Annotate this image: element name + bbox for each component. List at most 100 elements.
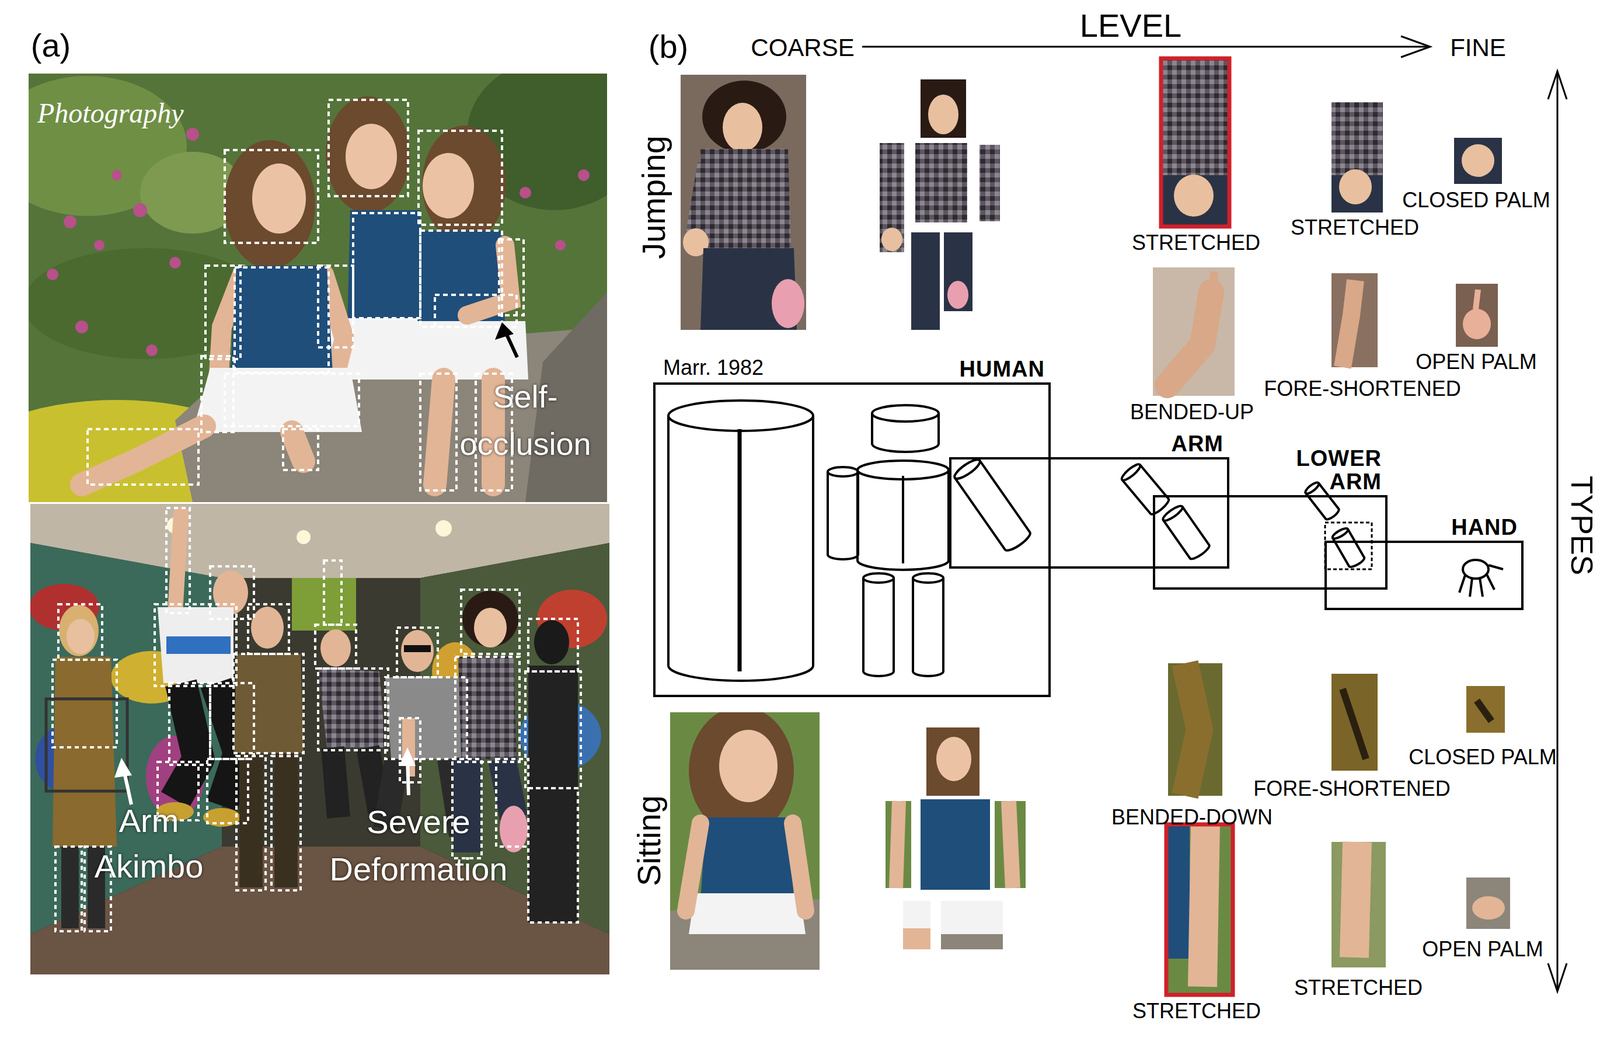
- part-type-caption: CLOSED PALM: [1408, 746, 1557, 768]
- photo-jumping-group-shape-shape: [233, 653, 304, 754]
- marr-cylinders-shape: [901, 475, 905, 564]
- photo-jumping-group-shape-shape: [210, 682, 254, 759]
- photo-jumping-group-shape: [66, 618, 95, 654]
- photo-jumping-group-shape: [403, 645, 431, 653]
- photo-jumping-girl-shape: [771, 279, 805, 329]
- photo-sitting-girls-shape-shape: [234, 267, 329, 373]
- photo-jumping-group-shape-shape: [528, 788, 578, 923]
- photo-sitting-girls-shape: [81, 426, 205, 485]
- part-crops-jumping-shape: [1173, 174, 1214, 217]
- photo-jumping-group-shape-shape: [248, 604, 289, 654]
- photo-jumping-group-shape-shape: [455, 656, 520, 762]
- photo-jumping-group-shape-shape: [396, 627, 438, 678]
- part-crops-jumping-shape: [1152, 267, 1235, 396]
- marr-cylinders-shape: [737, 429, 742, 672]
- part-crops-sitting-shape: [885, 800, 912, 888]
- photo-sitting-girls-shape-shape: [420, 373, 457, 491]
- marr-cylinders-shape: [1462, 559, 1489, 579]
- part-frame: HUMAN: [653, 382, 1051, 697]
- marr-cylinders-shape: [857, 469, 949, 570]
- axis-end-label: COARSE: [750, 35, 854, 61]
- part-crops-sitting-shape: [1331, 841, 1386, 968]
- part-crops-jumping-shape: [881, 227, 903, 252]
- photo-sitting-girls-shape-shape: [418, 130, 503, 225]
- photo-sitting-girl-shape: [719, 729, 778, 803]
- part-type-caption: BENDED-DOWN: [1111, 806, 1273, 828]
- part-crops-jumping-shape: [1455, 283, 1498, 347]
- photo-jumping-group-shape: [30, 503, 610, 975]
- photo-jumping-group-shape: [399, 747, 416, 766]
- photo-sitting-girls-shape-shape: [420, 230, 503, 327]
- axis-arrows-shape: [1400, 36, 1431, 58]
- photo-jumping-group-shape-shape: [271, 755, 301, 891]
- photo-jumping-group-shape-shape: [166, 507, 190, 613]
- marr-cylinders-shape-shape: [1121, 464, 1171, 517]
- photo-sitting-girls-shape-shape: [353, 213, 421, 319]
- marr-cylinders-shape: [912, 577, 944, 676]
- part-crops-sitting-shape: [1476, 700, 1492, 721]
- photo-sitting-girl: [670, 712, 820, 970]
- marr-cylinders-shape: [1459, 565, 1504, 597]
- photo-sitting-girls-shape-shape: [93, 239, 105, 251]
- photo-sitting-girls-shape: [252, 163, 306, 234]
- part-type-caption: STRETCHED: [1131, 232, 1261, 254]
- photo-jumping-group-shape: [239, 753, 263, 888]
- photo-sitting-girls: [28, 73, 608, 503]
- row-label: Sitting: [632, 795, 666, 887]
- marr-cylinders-shape-shape: [1161, 503, 1185, 524]
- callout-label: Self- occlusion: [446, 373, 605, 468]
- part-crops-jumping-shape: [1212, 271, 1215, 292]
- part-crops-jumping-shape: [879, 143, 905, 253]
- part-type-caption: CLOSED PALM: [1402, 189, 1550, 211]
- photo-jumping-girl-shape: [695, 163, 708, 234]
- photo-jumping-group-shape: [435, 520, 452, 537]
- photo-sitting-girls-shape-shape: [519, 186, 532, 199]
- part-crops-jumping-shape: [1167, 291, 1212, 386]
- photo-jumping-girl-shape: [702, 80, 787, 153]
- part-crops-jumping-shape: [947, 280, 969, 309]
- part-type-caption: FORE-SHORTENED: [1263, 378, 1461, 400]
- photo-sitting-girls-shape-shape: [577, 169, 590, 181]
- photo-sitting-girls-shape-shape: [201, 356, 234, 432]
- marr-cylinders-shape: [1331, 526, 1366, 569]
- photo-jumping-group-shape-shape: [461, 589, 520, 654]
- axis-arrows: [862, 36, 1567, 992]
- marr-cylinders-shape: [872, 413, 939, 452]
- photo-sitting-girls-shape-shape: [205, 265, 241, 359]
- photo-jumping-group-shape-shape: [52, 659, 117, 748]
- part-heading: LOWER ARM: [1294, 447, 1382, 494]
- panel-letter: (b): [648, 30, 689, 64]
- marr-cylinders-shape-shape: [1163, 506, 1212, 561]
- photo-sitting-girls-shape-shape: [145, 344, 158, 357]
- photo-jumping-group-shape: [157, 607, 234, 683]
- axis-title: LEVEL: [1079, 9, 1182, 43]
- photo-sitting-girls-shape: [434, 379, 444, 485]
- photo-jumping-group-shape: [233, 653, 304, 754]
- part-crops-jumping-shape: [911, 232, 940, 330]
- part-crops-sitting-shape: [1466, 685, 1505, 733]
- photo-jumping-group-shape: [166, 636, 231, 654]
- part-crops-jumping: [879, 58, 1502, 396]
- photo-sitting-girls-shape: [224, 140, 316, 269]
- part-crops-jumping-shape: [928, 94, 959, 135]
- watermark: Photography: [37, 99, 184, 128]
- part-crops-jumping-shape: [1475, 289, 1479, 310]
- part-type-caption: FORE-SHORTENED: [1253, 778, 1450, 800]
- part-crops-sitting-shape: [1184, 663, 1200, 796]
- row-label: Jumping: [637, 135, 671, 260]
- part-crops-sitting-shape: [1166, 824, 1233, 995]
- part-crops-jumping-shape: [1331, 273, 1378, 368]
- part-crops-sitting-shape: [994, 800, 1026, 888]
- photo-jumping-group-shape: [52, 507, 581, 932]
- marr-cylinders-shape-shape: [954, 460, 1033, 554]
- photo-jumping-group-shape: [58, 604, 99, 657]
- photo-jumping-group-shape: [296, 530, 311, 545]
- photo-jumping-group-shape-shape: [210, 566, 254, 619]
- marr-cylinders-shape: [827, 471, 859, 560]
- part-crops-jumping-shape: [1161, 175, 1230, 227]
- photo-jumping-group-shape-shape: [169, 682, 211, 765]
- part-crops-jumping-shape: [1161, 58, 1230, 227]
- photo-sitting-girls-shape: [495, 322, 514, 340]
- photo-jumping-group-shape: [274, 753, 298, 888]
